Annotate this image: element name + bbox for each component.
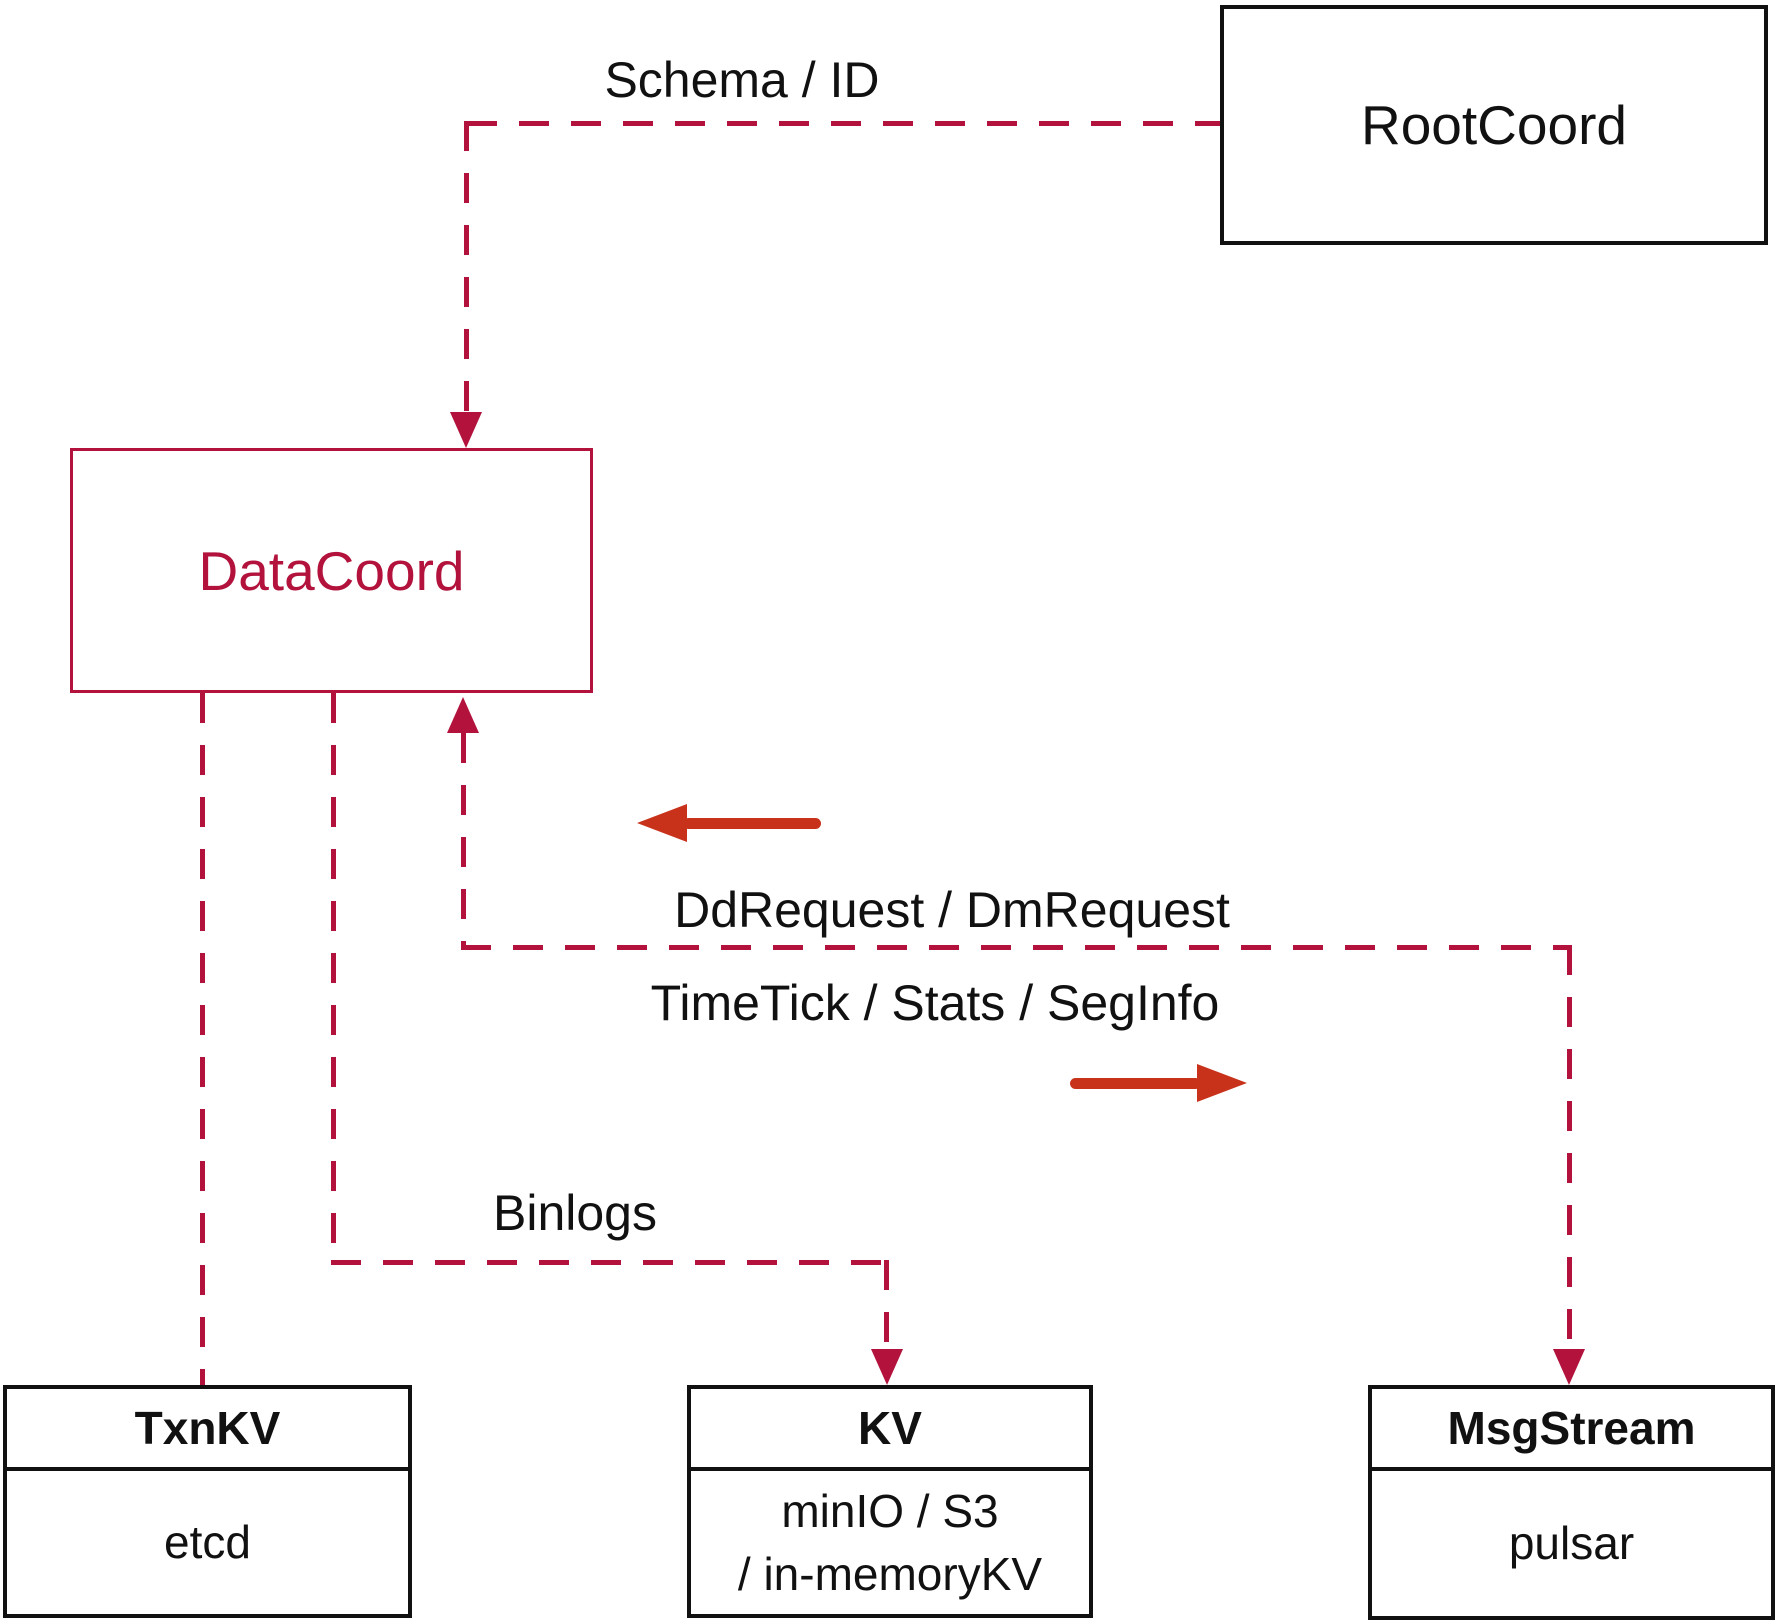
binlogs-connector-vertical-2: [884, 1260, 889, 1352]
edge-label-binlogs: Binlogs: [493, 1185, 657, 1241]
msgstream-title: MsgStream: [1372, 1389, 1771, 1471]
arrowhead-into-datacoord-bottom-icon: [447, 697, 479, 733]
node-rootcoord: RootCoord: [1220, 5, 1768, 245]
kv-body-line1: minIO / S3: [781, 1485, 999, 1538]
txnkv-body: etcd: [164, 1516, 251, 1569]
edge-label-dd-request: DdRequest / DmRequest: [674, 882, 1230, 938]
kv-title: KV: [691, 1389, 1089, 1471]
flow-arrow-right-shaft: [1070, 1078, 1201, 1089]
flow-arrow-left-icon: [637, 804, 687, 842]
edge-label-schema-id: Schema / ID: [604, 52, 880, 108]
edge-label-timetick: TimeTick / Stats / SegInfo: [650, 975, 1220, 1031]
binlogs-connector-vertical-1: [331, 693, 336, 1262]
node-txnkv: TxnKV etcd: [3, 1385, 412, 1618]
arrowhead-into-msgstream-top-icon: [1553, 1349, 1585, 1385]
schema-id-connector-horizontal: [467, 121, 1220, 126]
arrowhead-into-kv-top-icon: [871, 1349, 903, 1385]
datacoord-label: DataCoord: [198, 539, 465, 602]
flow-arrow-right-icon: [1197, 1064, 1247, 1102]
node-msgstream: MsgStream pulsar: [1368, 1385, 1775, 1620]
msgstream-datacoord-connector-horizontal: [461, 945, 1569, 950]
msgstream-datacoord-connector-vertical-right: [1567, 945, 1572, 1352]
node-datacoord: DataCoord: [70, 448, 593, 693]
msgstream-body: pulsar: [1508, 1517, 1635, 1570]
kv-body: minIO / S3 / in-memoryKV: [691, 1471, 1089, 1614]
arrowhead-into-datacoord-top-icon: [450, 412, 482, 448]
flow-arrow-left-shaft: [683, 818, 821, 829]
kv-body-line2: / in-memoryKV: [737, 1547, 1043, 1600]
txnkv-title: TxnKV: [7, 1389, 408, 1471]
msgstream-datacoord-connector-vertical-left: [461, 733, 466, 947]
datacoord-txnkv-connector: [200, 693, 205, 1385]
node-kv: KV minIO / S3 / in-memoryKV: [687, 1385, 1093, 1618]
schema-id-connector-vertical: [464, 121, 469, 416]
rootcoord-label: RootCoord: [1361, 94, 1627, 156]
binlogs-connector-horizontal: [331, 1260, 887, 1265]
